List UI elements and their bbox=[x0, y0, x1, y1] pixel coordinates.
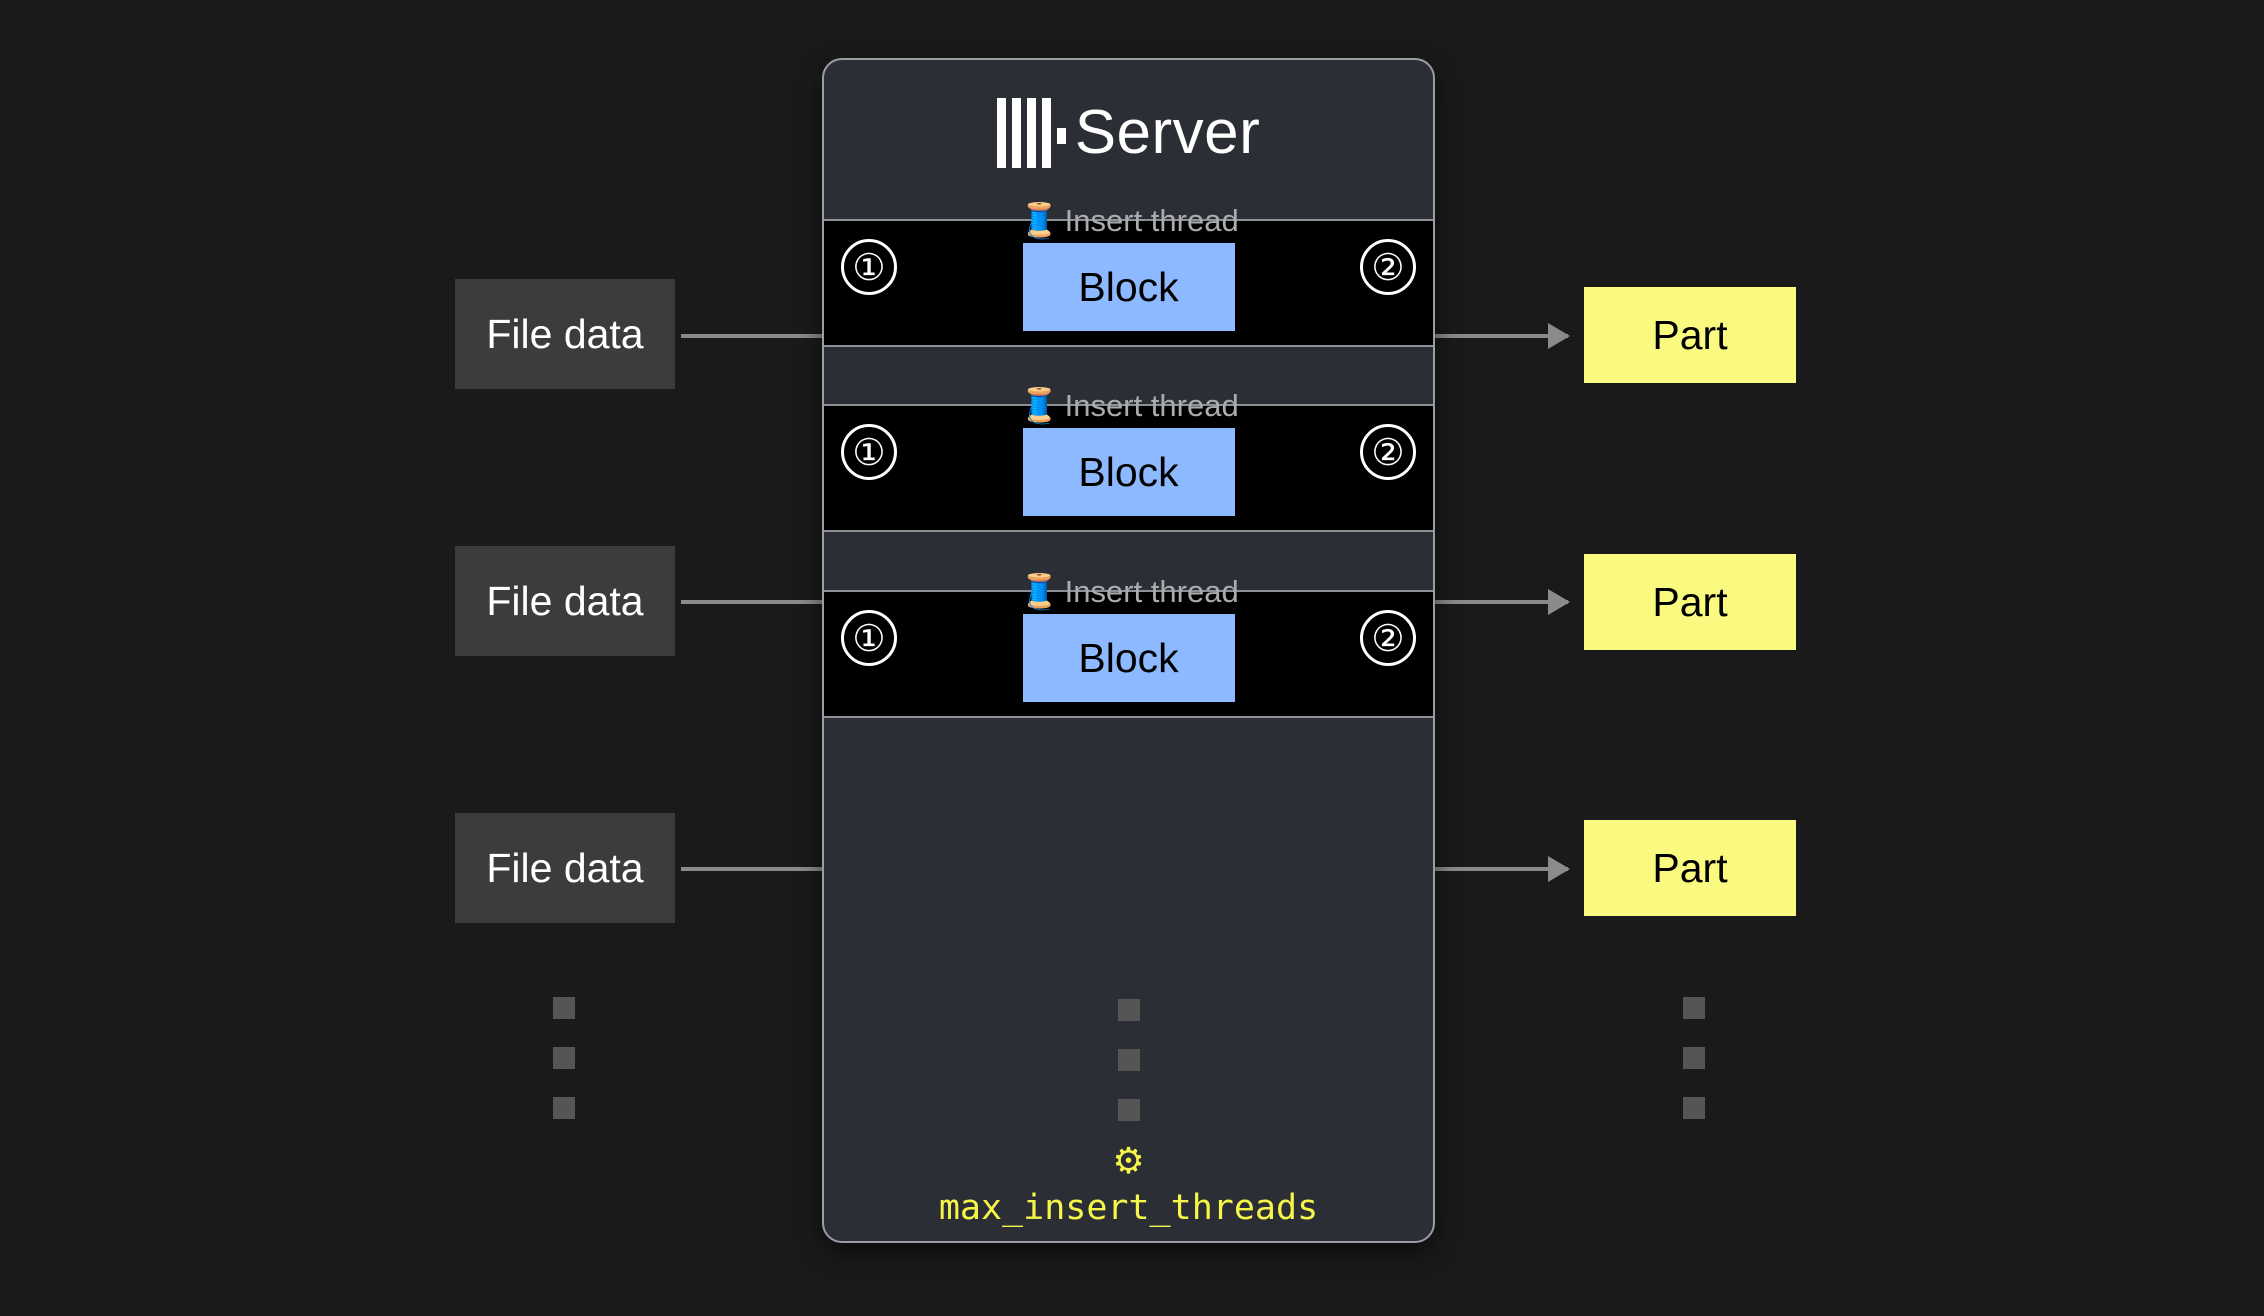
server-title-label: Server bbox=[1074, 98, 1261, 167]
part-box-1: Part bbox=[1584, 287, 1796, 383]
block-box-2: Block bbox=[1022, 428, 1235, 516]
thread-spool-icon: 🧵 bbox=[1018, 573, 1061, 611]
ellipsis-dots-right bbox=[1683, 997, 1705, 1119]
step-number-out-2: ② bbox=[1360, 424, 1416, 480]
ellipsis-dot bbox=[1117, 1099, 1140, 1121]
insert-thread-row-2: 🧵 Insert thread ① Block ② bbox=[824, 387, 1433, 532]
file-data-box-3: File data bbox=[455, 813, 675, 923]
file-data-box-1: File data bbox=[455, 279, 675, 389]
block-box-1: Block bbox=[1022, 243, 1235, 331]
ellipsis-dot bbox=[1117, 1049, 1140, 1071]
setting-name-label: max_insert_threads bbox=[938, 1188, 1319, 1228]
file-data-label: File data bbox=[486, 844, 644, 891]
step-number-in-1: ① bbox=[841, 239, 897, 295]
thread-spool-icon: 🧵 bbox=[1018, 202, 1061, 240]
server-title: Server bbox=[824, 98, 1433, 168]
gear-icon: ⚙ bbox=[1112, 1140, 1145, 1181]
step-number-in-2: ① bbox=[841, 424, 897, 480]
thread-spool-icon: 🧵 bbox=[1018, 387, 1061, 425]
ellipsis-dot bbox=[553, 1097, 575, 1119]
block-label: Block bbox=[1078, 448, 1179, 495]
ellipsis-dot bbox=[1683, 1097, 1705, 1119]
ellipsis-dots-center bbox=[1117, 999, 1140, 1121]
insert-thread-label-1: 🧵 Insert thread bbox=[1016, 201, 1240, 241]
ellipsis-dot bbox=[553, 997, 575, 1019]
step-number-in-3: ① bbox=[841, 610, 897, 666]
block-label: Block bbox=[1078, 634, 1179, 681]
insert-thread-row-3: 🧵 Insert thread ① Block ② bbox=[824, 573, 1433, 718]
step-number-out-1: ② bbox=[1360, 239, 1416, 295]
server-panel: Server 🧵 Insert thread ① Block ② 🧵 Inser… bbox=[822, 58, 1435, 1243]
ellipsis-dot bbox=[1117, 999, 1140, 1021]
insert-thread-text: Insert thread bbox=[1064, 574, 1239, 609]
ellipsis-dot bbox=[1683, 997, 1705, 1019]
part-box-3: Part bbox=[1584, 820, 1796, 916]
file-data-label: File data bbox=[486, 310, 644, 357]
block-box-3: Block bbox=[1022, 614, 1235, 702]
ellipsis-dot bbox=[1683, 1047, 1705, 1069]
clickhouse-logo-icon bbox=[996, 98, 1066, 168]
ellipsis-dots-left bbox=[553, 997, 575, 1119]
file-data-box-2: File data bbox=[455, 546, 675, 656]
part-label: Part bbox=[1652, 311, 1728, 358]
insert-thread-text: Insert thread bbox=[1064, 388, 1239, 423]
insert-thread-label-3: 🧵 Insert thread bbox=[1016, 572, 1240, 612]
block-label: Block bbox=[1078, 263, 1179, 310]
part-label: Part bbox=[1652, 844, 1728, 891]
insert-thread-text: Insert thread bbox=[1064, 203, 1239, 238]
part-label: Part bbox=[1652, 578, 1728, 625]
step-number-out-3: ② bbox=[1360, 610, 1416, 666]
setting-block: ⚙ max_insert_threads bbox=[824, 1140, 1433, 1228]
insert-thread-label-2: 🧵 Insert thread bbox=[1016, 386, 1240, 426]
part-box-2: Part bbox=[1584, 554, 1796, 650]
ellipsis-dot bbox=[553, 1047, 575, 1069]
file-data-label: File data bbox=[486, 577, 644, 624]
insert-thread-row-1: 🧵 Insert thread ① Block ② bbox=[824, 202, 1433, 347]
